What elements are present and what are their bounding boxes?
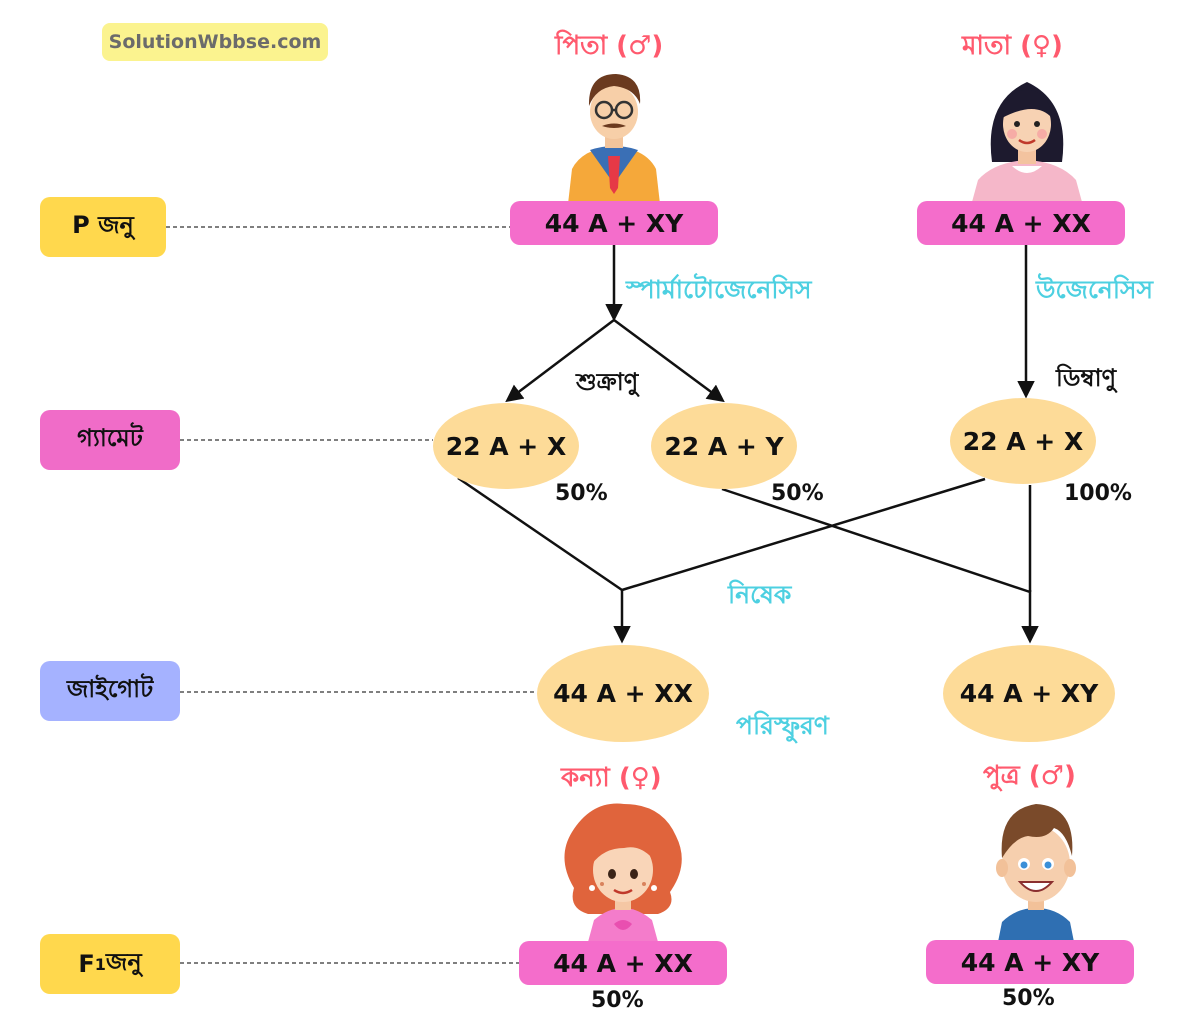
x-sperm-gamete: 22 A + X <box>433 403 579 489</box>
y-sperm-percent: 50% <box>771 481 824 506</box>
y-sperm-gamete: 22 A + Y <box>651 403 797 489</box>
daughter-title: কন্যা (♀) <box>561 763 662 793</box>
spermatogenesis-label: স্পার্মাটোজেনেসিস <box>626 275 812 304</box>
daughter-percent: 50% <box>591 988 644 1013</box>
daughter-genotype-box: 44 A + XX <box>519 941 727 985</box>
ovum-label: ডিম্বাণু <box>1056 364 1117 392</box>
sperm-x-arrow <box>505 319 615 403</box>
ovum-percent: 100% <box>1064 481 1132 506</box>
watermark: SolutionWbbse.com <box>102 23 328 61</box>
f1-letter: F <box>78 950 95 978</box>
development-label: পরিস্ফুরণ <box>736 711 829 740</box>
ovum-to-daughter-line <box>621 477 986 592</box>
sperm-label: শুক্রাণু <box>576 368 639 396</box>
son-title: পুত্র (♂) <box>983 761 1076 791</box>
zygote-generation-label: জাইগোট <box>40 661 180 721</box>
female-zygote: 44 A + XX <box>537 645 709 742</box>
f1-suffix: জনু <box>105 948 142 976</box>
x-sperm-to-daughter-line <box>457 476 623 592</box>
male-zygote: 44 A + XY <box>943 645 1115 742</box>
daughter-illustration <box>564 803 682 942</box>
mother-title: মাতা (♀) <box>962 31 1063 61</box>
f1-subscript: 1 <box>94 954 106 974</box>
gamete-generation-label: গ্যামেট <box>40 410 180 470</box>
son-percent: 50% <box>1002 986 1055 1011</box>
p-generation-label: P জনু <box>40 197 166 257</box>
x-sperm-percent: 50% <box>555 481 608 506</box>
oogenesis-label: উজেনেসিস <box>1036 275 1154 304</box>
son-genotype-box: 44 A + XY <box>926 940 1134 984</box>
fertilization-label: নিষেক <box>728 580 792 609</box>
father-title: পিতা (♂) <box>555 31 664 61</box>
son-illustration <box>996 804 1076 942</box>
mother-illustration <box>972 82 1082 202</box>
ovum-gamete: 22 A + X <box>950 398 1096 484</box>
mother-genotype-box: 44 A + XX <box>917 201 1125 245</box>
father-genotype-box: 44 A + XY <box>510 201 718 245</box>
y-sperm-to-son-line <box>721 487 1031 594</box>
father-illustration <box>568 74 660 204</box>
sperm-y-arrow <box>613 318 725 403</box>
